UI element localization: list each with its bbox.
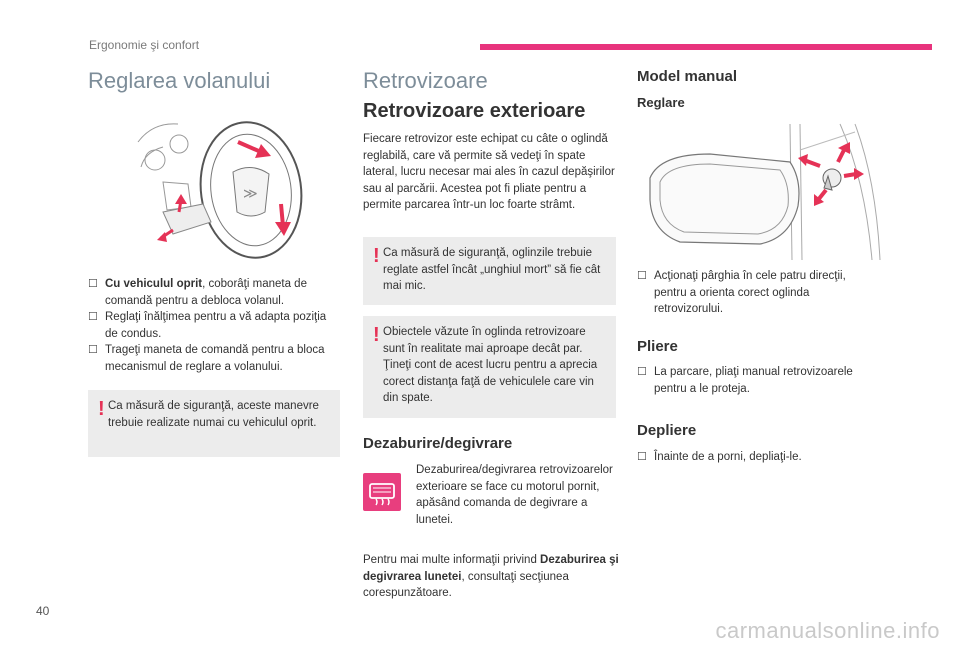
manual-model-title: Model manual xyxy=(637,68,738,85)
steering-bullet-text: Reglaţi înălţimea pentru a vă adapta poz… xyxy=(105,311,327,340)
rear-defrost-icon xyxy=(363,473,401,511)
bullet-mark: ☐ xyxy=(637,270,647,282)
section-label: Ergonomie şi confort xyxy=(89,38,200,52)
steering-warning-text: Ca măsură de siguranţă, aceste manevre t… xyxy=(108,400,319,429)
mirror-warning-text-2: Obiectele văzute în oglinda retrovizoare… xyxy=(383,326,598,404)
steering-wheel-illustration: ≫ xyxy=(133,112,303,260)
bullet-mark: ☐ xyxy=(88,278,98,290)
warning-icon: ! xyxy=(373,324,380,346)
mirror-warning-box-2: ! Obiectele văzute în oglinda retrovizoa… xyxy=(363,316,616,418)
steering-warning-box: ! Ca măsură de siguranţă, aceste manevre… xyxy=(88,390,340,457)
adjust-bullet: ☐ Acţionaţi pârghia în cele patru direcţ… xyxy=(637,268,877,318)
unfold-bullets: ☐ Înainte de a porni, depliaţi-le. xyxy=(637,449,877,466)
adjust-bullet-text: Acţionaţi pârghia în cele patru direcţii… xyxy=(654,270,846,315)
steering-bullet-text: , coborâţi maneta de comandă pentru a de… xyxy=(105,278,307,307)
bullet-mark: ☐ xyxy=(637,366,647,378)
defrost-text: Dezaburirea/degivrarea retrovizoarelor e… xyxy=(416,464,613,526)
bullet-mark: ☐ xyxy=(88,311,98,323)
watermark: carmanualsonline.info xyxy=(715,618,940,643)
steering-bullet: ☐ Reglaţi înălţimea pentru a vă adapta p… xyxy=(88,309,340,342)
fold-bullet-text: La parcare, pliaţi manual retrovizoarele… xyxy=(654,366,853,395)
bullet-mark: ☐ xyxy=(637,451,647,463)
steering-bullets: ☐ Cu vehiculul oprit, coborâţi maneta de… xyxy=(88,276,340,375)
svg-text:≫: ≫ xyxy=(243,186,258,202)
more-info-link: Dezaburirea şi degivrarea lunetei xyxy=(363,554,619,583)
fold-title: Pliere xyxy=(637,338,678,355)
page-number: 40 xyxy=(36,604,50,618)
defrost-title: Dezaburire/degivrare xyxy=(363,435,513,452)
steering-bullet-text: Trageţi maneta de comandă pentru a bloca… xyxy=(105,344,325,373)
more-info-pre: Pentru mai multe informaţii privind xyxy=(363,554,541,566)
more-info-post: , consultaţi secţiunea corespunzătoare. xyxy=(363,570,569,600)
unfold-bullet: ☐ Înainte de a porni, depliaţi-le. xyxy=(637,449,877,466)
fold-bullets: ☐ La parcare, pliaţi manual retrovizoare… xyxy=(637,364,877,397)
steering-bullet: ☐ Trageţi maneta de comandă pentru a blo… xyxy=(88,342,340,375)
adjust-bullets: ☐ Acţionaţi pârghia în cele patru direcţ… xyxy=(637,268,877,318)
mirrors-title: Retrovizoare xyxy=(363,68,488,93)
steering-title: Reglarea volanului xyxy=(88,68,271,93)
bullet-mark: ☐ xyxy=(88,344,98,356)
steering-bullet-bold: Cu vehiculul oprit xyxy=(105,278,203,290)
steering-bullet: ☐ Cu vehiculul oprit, coborâţi maneta de… xyxy=(88,276,340,309)
warning-icon: ! xyxy=(373,245,380,267)
fold-bullet: ☐ La parcare, pliaţi manual retrovizoare… xyxy=(637,364,877,397)
exterior-mirrors-title: Retrovizoare exterioare xyxy=(363,100,586,122)
mirrors-intro: Fiecare retrovizor este echipat cu câte … xyxy=(363,133,615,211)
adjust-title: Reglare xyxy=(637,95,685,110)
unfold-title: Depliere xyxy=(637,422,697,439)
mirror-warning-text-1: Ca măsură de siguranţă, oglinzile trebui… xyxy=(383,247,601,292)
mirror-lever-illustration xyxy=(640,120,885,268)
warning-icon: ! xyxy=(98,398,105,420)
unfold-bullet-text: Înainte de a porni, depliaţi-le. xyxy=(654,451,802,463)
header-accent-bar xyxy=(480,44,932,50)
mirror-warning-box-1: ! Ca măsură de siguranţă, oglinzile treb… xyxy=(363,237,616,305)
more-info-text: Pentru mai multe informaţii privind Deza… xyxy=(363,552,621,602)
